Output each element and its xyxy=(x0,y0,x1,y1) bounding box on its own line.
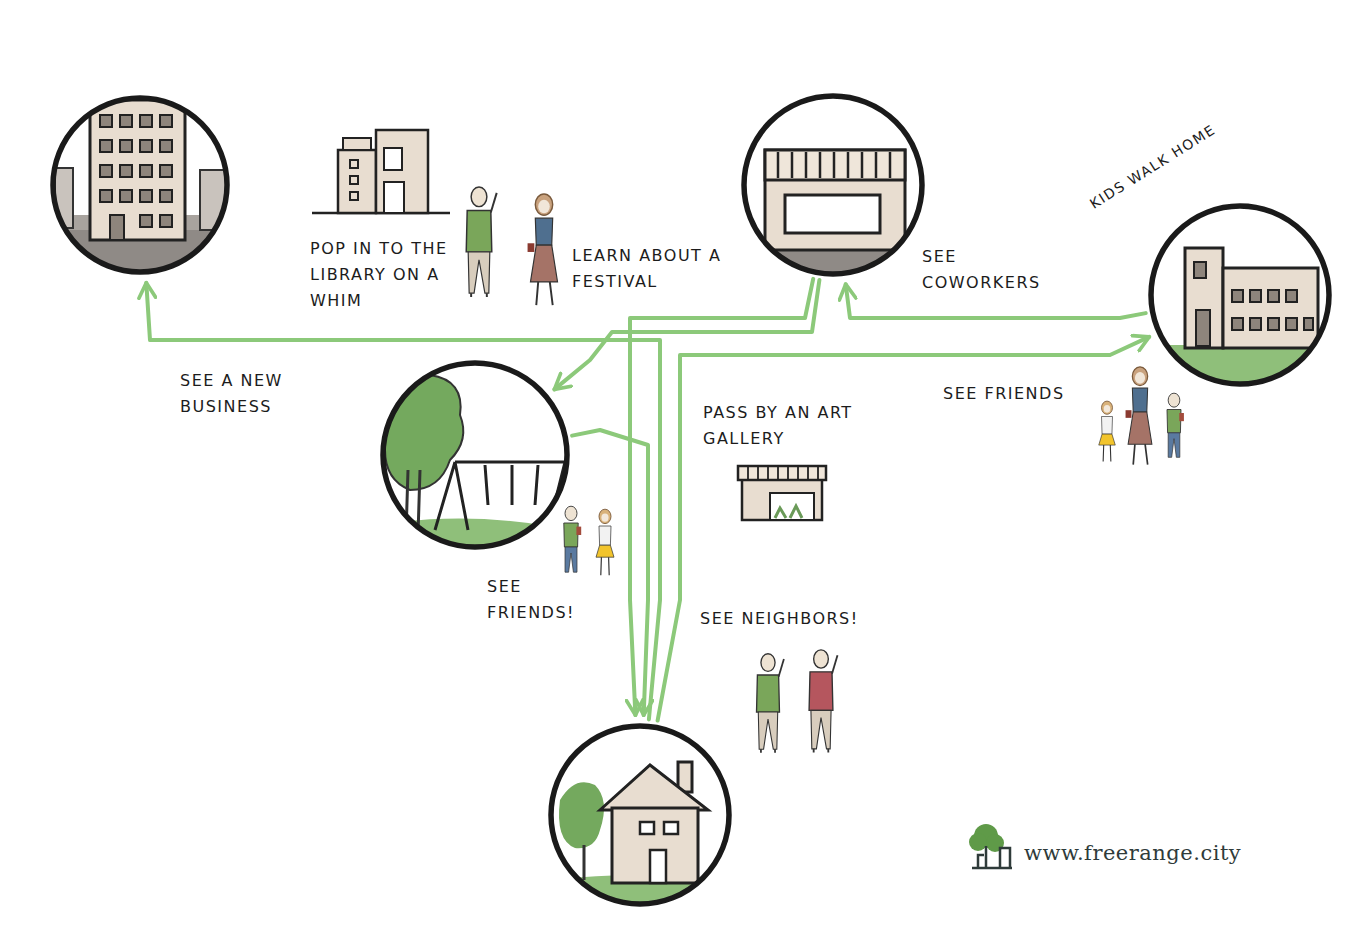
place-circle: SEE FRIENDS! xyxy=(380,360,570,550)
walk-note: PASS BY AN ART GALLERY xyxy=(703,400,883,452)
place-circle: KIDS WALK HOME xyxy=(1148,203,1332,387)
library-building xyxy=(312,130,450,213)
neighbor-figure xyxy=(757,654,784,753)
place-circle: SEE NEIGHBORS! xyxy=(548,723,732,907)
walking-route xyxy=(572,430,648,715)
place-note: SEE A NEW BUSINESS xyxy=(180,368,340,420)
neighbor-figure xyxy=(809,650,837,753)
place-circle: SEE A NEW BUSINESS xyxy=(50,95,230,275)
walking-route xyxy=(658,337,1150,721)
walk-note: POP IN TO THE LIBRARY ON A WHIM xyxy=(310,236,460,314)
logo-icon xyxy=(969,824,1012,868)
website-url: www.freerange.city xyxy=(1024,840,1241,866)
place-note: SEE NEIGHBORS! xyxy=(700,606,859,632)
circle-outline xyxy=(50,95,230,275)
circle-outline xyxy=(1148,203,1332,387)
circle-outline xyxy=(380,360,570,550)
place-circle: SEE COWORKERS xyxy=(741,93,925,277)
walk-note: SEE FRIENDS xyxy=(943,381,1065,407)
child-figure xyxy=(564,506,581,572)
house-scene xyxy=(550,762,730,910)
office-scene xyxy=(740,150,930,290)
parent-figure xyxy=(1126,367,1152,465)
person-walking xyxy=(528,194,558,305)
circle-outline xyxy=(548,723,732,907)
walking-route xyxy=(146,283,660,720)
art-gallery-building xyxy=(738,466,826,520)
school-scene xyxy=(1140,248,1340,395)
place-note: SEE COWORKERS xyxy=(922,244,1072,296)
circle-outline xyxy=(741,93,925,277)
place-note: KIDS WALK HOME xyxy=(1084,109,1233,216)
child-figure xyxy=(596,509,614,575)
place-note: SEE FRIENDS! xyxy=(487,574,607,626)
person-waving xyxy=(466,187,496,297)
walk-note: LEARN ABOUT A FESTIVAL xyxy=(572,243,742,295)
child-figure xyxy=(1099,401,1116,462)
walking-route xyxy=(554,280,819,389)
walking-route xyxy=(630,279,813,715)
child-figure xyxy=(1167,393,1184,457)
